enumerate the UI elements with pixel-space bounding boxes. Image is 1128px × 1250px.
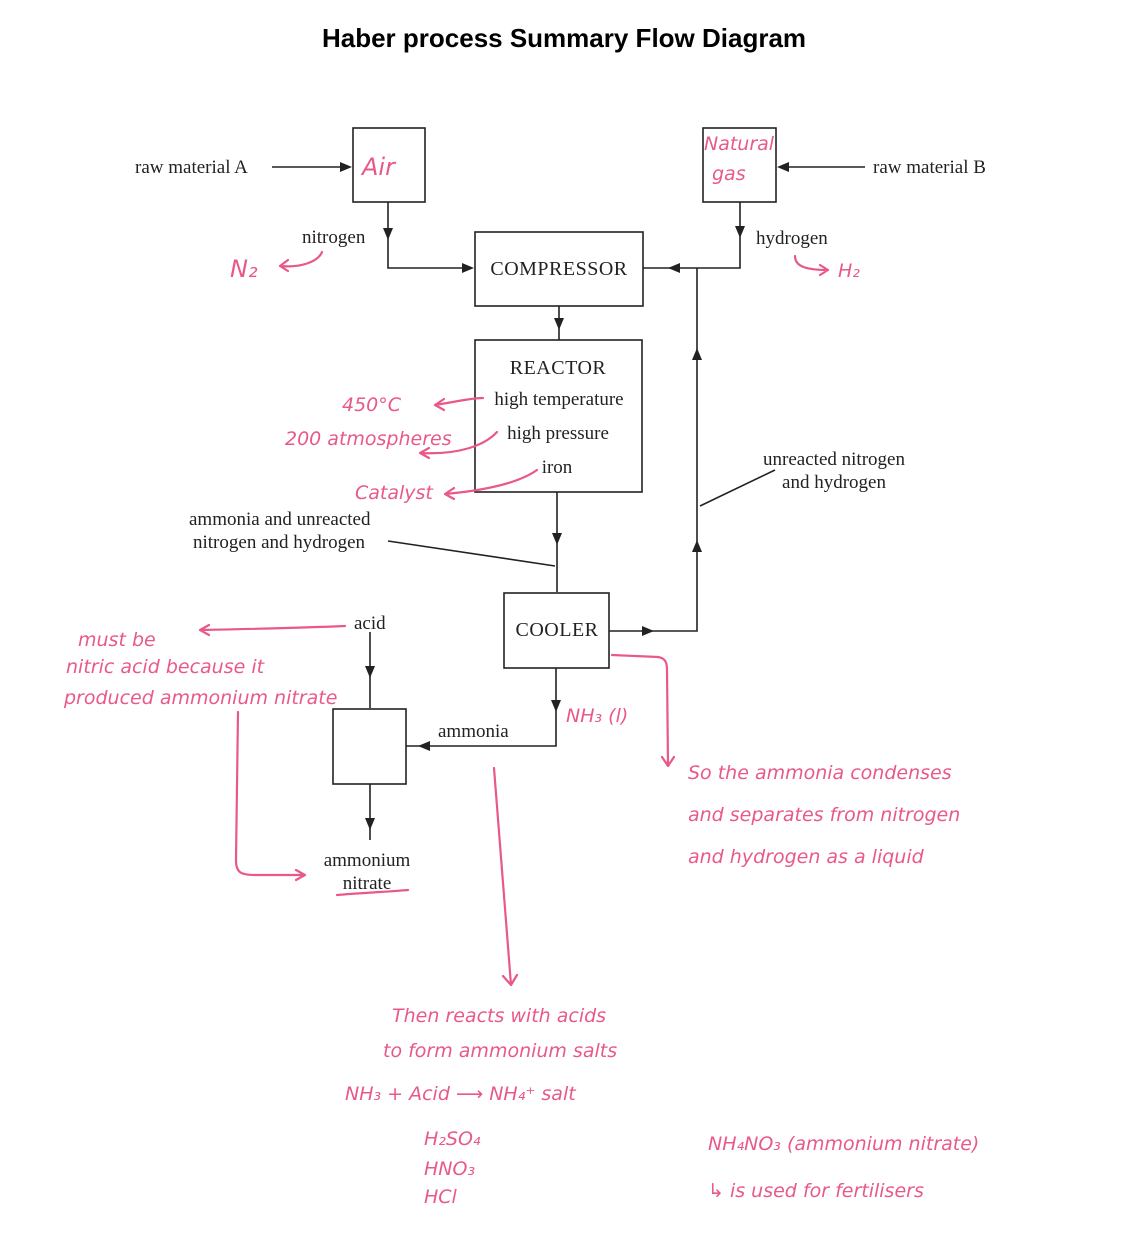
reactor-label: REACTOR (510, 357, 607, 379)
page-title: Haber process Summary Flow Diagram (322, 23, 806, 53)
recycle-right-arrowhead (642, 626, 654, 636)
acid-to-nitrate-arrow (234, 710, 307, 882)
raw-a-arrowhead (340, 162, 352, 172)
product-arrowhead (365, 818, 375, 830)
nitrogen-line (387, 202, 466, 269)
salts-line1: Then reacts with acids (392, 1005, 606, 1027)
ammonia-left-arrowhead (418, 741, 430, 751)
unreacted-pointer-line (699, 469, 776, 507)
handwritten-catalyst: Catalyst (355, 482, 434, 504)
hydrogen-label: hydrogen (756, 228, 828, 249)
ammonia-line (406, 668, 557, 747)
ammonia-down-arrowhead (551, 700, 561, 712)
handwritten-nh3-liquid: NH₃ (l) (566, 705, 628, 727)
cooler-note-line3: and hydrogen as a liquid (688, 846, 925, 868)
mixture-label-line2: nitrogen and hydrogen (193, 532, 366, 553)
acid-note-line2: nitric acid because it (66, 656, 266, 678)
acid-note-line3: produced ammonium nitrate (63, 687, 337, 709)
nitrate-underline (335, 888, 410, 897)
neutraliser-box (332, 708, 407, 785)
recycle-up-arrowhead-2 (692, 348, 702, 360)
unreacted-label-line2: and hydrogen (782, 472, 886, 493)
raw-b-arrowhead (777, 162, 789, 172)
raw-material-b-label: raw material B (873, 157, 986, 178)
iron-label: iron (542, 457, 573, 478)
acid-example-2: HNO₃ (424, 1158, 475, 1180)
cooler-note-line2: and separates from nitrogen (688, 804, 960, 826)
cooler-box (503, 592, 610, 669)
hydrogen-left-arrowhead (668, 263, 680, 273)
salts-annotation-arrow (492, 766, 519, 987)
handwritten-n2: N₂ (230, 255, 258, 283)
unreacted-label-line1: unreacted nitrogen (763, 449, 905, 470)
nitrogen-right-arrowhead (462, 263, 474, 273)
equation: NH₃ + Acid ⟶ NH₄⁺ salt (345, 1083, 577, 1105)
h2-annotation-arrow (793, 254, 830, 277)
nitrogen-down-arrowhead (383, 228, 393, 240)
acid-example-3: HCl (424, 1186, 458, 1208)
handwritten-temperature: 450°C (342, 394, 402, 416)
nitrogen-label: nitrogen (302, 227, 366, 248)
pressure-annotation-arrow (418, 430, 499, 460)
acid-example-1: H₂SO₄ (424, 1128, 481, 1150)
mixture-pointer-line (387, 540, 556, 567)
fertiliser-line1: NH₄NO₃ (ammonium nitrate) (708, 1133, 979, 1155)
reactor-box (474, 339, 643, 493)
compressor-to-reactor-arrowhead (554, 318, 564, 330)
handwritten-air: Air (360, 153, 397, 181)
hydrogen-line (643, 202, 741, 269)
acid-annotation-arrow (198, 623, 347, 637)
n2-annotation-arrow (278, 250, 324, 273)
temperature-annotation-arrow (433, 396, 485, 412)
raw-material-b-box (702, 127, 777, 203)
hydrogen-down-arrowhead (735, 226, 745, 238)
product-label-line1: ammonium (324, 850, 411, 871)
reactor-to-cooler-arrowhead (552, 533, 562, 545)
compressor-label: COMPRESSOR (490, 258, 627, 280)
raw-material-a-box (352, 127, 426, 203)
cooler-annotation-arrow (610, 653, 676, 768)
catalyst-annotation-arrow (443, 468, 539, 501)
acid-arrowhead (365, 666, 375, 678)
raw-material-a-label: raw material A (135, 157, 248, 178)
handwritten-h2: H₂ (838, 260, 860, 282)
handwritten-natural-line1: Natural (704, 133, 775, 155)
high-temperature-label: high temperature (494, 389, 623, 410)
handwritten-pressure: 200 atmospheres (285, 428, 452, 450)
acid-note-line1: must be (78, 629, 156, 651)
high-pressure-label: high pressure (507, 423, 609, 444)
salts-line2: to form ammonium salts (383, 1040, 617, 1062)
cooler-note-line1: So the ammonia condenses (688, 762, 952, 784)
acid-label: acid (354, 613, 386, 634)
cooler-label: COOLER (516, 619, 599, 641)
recycle-up-arrowhead-1 (692, 540, 702, 552)
mixture-label-line1: ammonia and unreacted (189, 509, 371, 530)
recycle-line (609, 268, 698, 632)
product-label-line2: nitrate (343, 873, 392, 894)
fertiliser-line2: ↳ is used for fertilisers (708, 1180, 924, 1202)
ammonia-label: ammonia (438, 721, 509, 742)
compressor-box (474, 231, 644, 307)
handwritten-natural-line2: gas (712, 163, 746, 185)
